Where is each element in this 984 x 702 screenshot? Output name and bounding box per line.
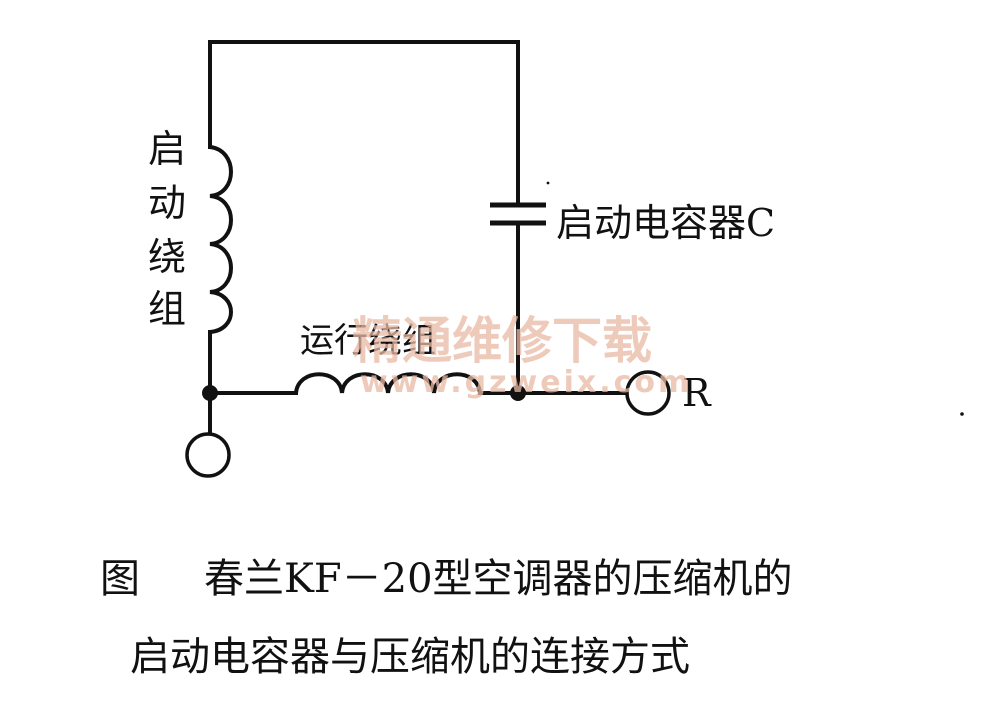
watermark-url: www.gzweix.com <box>360 365 692 400</box>
run-winding-coil <box>294 372 482 395</box>
wire-top-loop <box>208 40 520 205</box>
speck-dot <box>960 412 964 416</box>
junction-dot-left <box>202 385 218 401</box>
terminal-r-label: R <box>682 371 712 415</box>
start-winding-coil <box>208 145 233 334</box>
caption-line-1: 图 春兰KF－20型空调器的压缩机的 <box>100 546 984 604</box>
start-winding-char-4: 组 <box>148 287 186 331</box>
start-winding-char-3: 绕 <box>148 235 186 279</box>
watermark-site-name: 精通维修下载 <box>352 312 652 370</box>
start-winding-label: 启 动 绕 组 <box>148 127 198 331</box>
run-winding-label: 运行绕组 <box>300 321 436 361</box>
terminal-left <box>185 432 231 478</box>
capacitor-label: 启动电容器C <box>556 201 775 245</box>
caption-line-2: 启动电容器与压缩机的连接方式 <box>130 634 690 680</box>
junction-dot-right <box>510 385 526 401</box>
speck-dot <box>546 181 550 185</box>
caption-line-1-text: 春兰KF－20型空调器的压缩机的 <box>204 556 793 602</box>
terminal-r <box>625 370 671 416</box>
figure-label: 图 <box>100 556 140 602</box>
start-winding-char-1: 启 <box>148 127 186 171</box>
start-winding-char-2: 动 <box>148 181 186 225</box>
